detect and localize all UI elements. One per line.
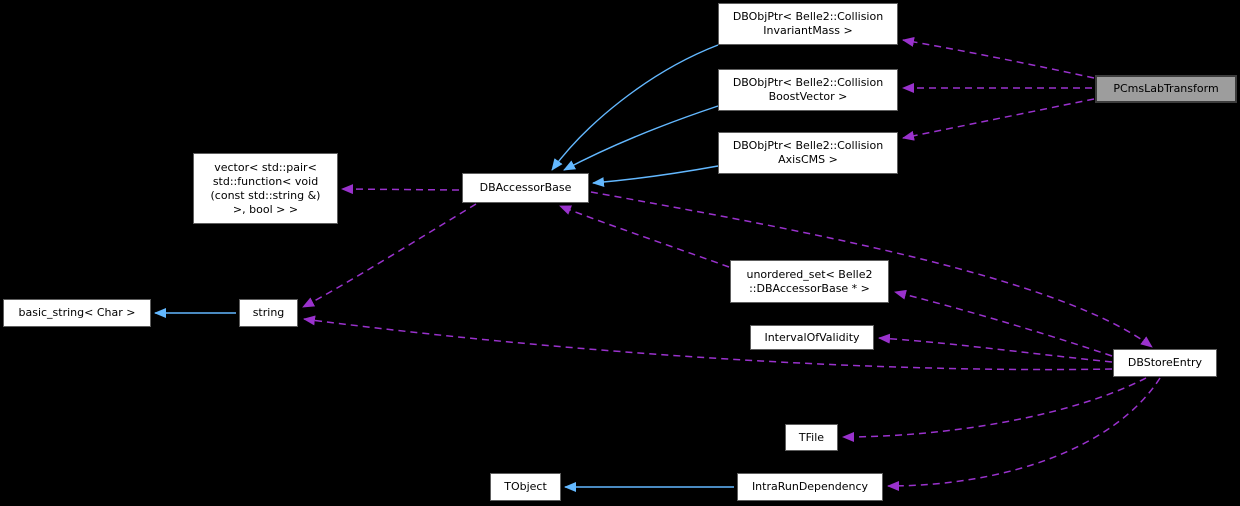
node-basic-string[interactable]: basic_string< Char >: [3, 299, 151, 327]
edge-dbobjptr-boostvector-to-dbaccessorbase: [563, 105, 719, 171]
edge-dbobjptr-invariantmass-to-dbaccessorbase: [551, 44, 719, 171]
node-unordered-set[interactable]: unordered_set< Belle2 ::DBAccessorBase *…: [730, 260, 889, 303]
edge-unordered-set-to-dbaccessorbase: [559, 205, 730, 268]
edge-dbstoreentry-to-string: [303, 315, 1113, 371]
edge-dbaccessorbase-to-vector-pair: [341, 184, 460, 195]
node-tfile[interactable]: TFile: [785, 424, 838, 451]
edge-dbstoreentry-to-intervalofvalidity: [878, 333, 1113, 363]
edge-pcmslabtransform-to-dbobjptr-invariantmass: [902, 36, 1095, 79]
node-pcmslabtransform: PCmsLabTransform: [1095, 75, 1237, 103]
edge-dbstoreentry-to-intrarundependency: [887, 377, 1161, 491]
edge-dbstoreentry-to-tfile: [842, 377, 1147, 442]
node-string[interactable]: string: [239, 299, 298, 327]
edge-dbobjptr-axiscms-to-dbaccessorbase: [592, 165, 719, 188]
node-dbobjptr-invariantmass[interactable]: DBObjPtr< Belle2::Collision InvariantMas…: [718, 3, 898, 45]
edge-dbstoreentry-to-unordered-set: [894, 289, 1113, 357]
edge-pcmslabtransform-to-dbobjptr-axiscms: [902, 98, 1095, 141]
edge-dbaccessorbase-to-string: [302, 203, 477, 308]
node-dbobjptr-boostvector[interactable]: DBObjPtr< Belle2::Collision BoostVector …: [718, 69, 898, 111]
node-dbaccessorbase[interactable]: DBAccessorBase: [462, 173, 589, 203]
edge-dbaccessorbase-to-dbstoreentry: [590, 191, 1153, 348]
node-dbobjptr-axiscms[interactable]: DBObjPtr< Belle2::Collision AxisCMS >: [718, 132, 898, 174]
node-vector-pair[interactable]: vector< std::pair< std::function< void (…: [193, 153, 338, 224]
node-intrarundependency[interactable]: IntraRunDependency: [737, 473, 883, 501]
node-dbstoreentry[interactable]: DBStoreEntry: [1113, 349, 1217, 377]
node-tobject[interactable]: TObject: [490, 473, 561, 501]
node-intervalofvalidity[interactable]: IntervalOfValidity: [750, 325, 874, 350]
